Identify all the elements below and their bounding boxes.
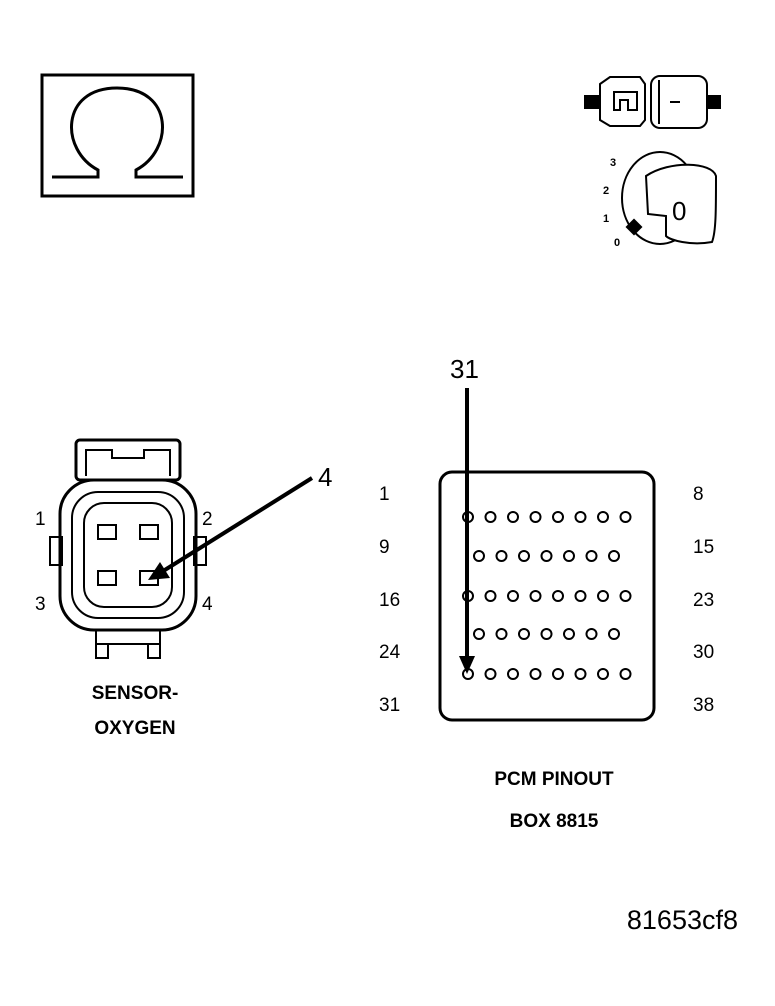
- pcm-pin-13: [563, 550, 575, 562]
- pcm-pin-28: [563, 628, 575, 640]
- sensor-pin-1: [97, 524, 117, 540]
- pcm-pin-27: [540, 628, 553, 640]
- pcm-pin-12: [540, 550, 553, 562]
- pcm-pin-20: [552, 590, 564, 602]
- pcm-title-line2: BOX 8815: [510, 811, 599, 832]
- pcm-pin-8: [619, 511, 632, 523]
- ignition-position-1: 1: [603, 213, 609, 225]
- pcm-left-labels: 1 9 16 24 31: [379, 484, 401, 716]
- pcm-pin-7: [597, 511, 609, 523]
- pcm-right-label-8: 8: [693, 484, 704, 505]
- pcm-callout-label: 31: [450, 354, 479, 384]
- connector-disconnect-icon: [584, 75, 721, 129]
- pcm-left-label-1: 1: [379, 484, 390, 505]
- key-label: 0: [672, 196, 686, 226]
- sensor-pin-3: [97, 570, 117, 586]
- pcm-pin-30: [608, 628, 620, 640]
- pcm-pin-2: [484, 511, 497, 523]
- pcm-pin-15: [608, 550, 620, 562]
- pcm-pin-26: [518, 628, 530, 640]
- pcm-pin-34: [529, 668, 542, 680]
- sensor-callout-label: 4: [318, 462, 332, 492]
- pcm-pin-38: [619, 668, 632, 680]
- pcm-left-label-9: 9: [379, 537, 390, 558]
- pcm-pin-33: [507, 668, 519, 680]
- pcm-pin-9: [473, 550, 485, 562]
- pcm-pin-6: [574, 511, 587, 523]
- sensor-pin-label-3: 3: [35, 594, 46, 615]
- pcm-pin-14: [585, 550, 598, 562]
- pcm-pin-24: [473, 628, 485, 640]
- pcm-right-label-30: 30: [693, 642, 714, 663]
- pcm-pin-23: [619, 590, 632, 602]
- pcm-left-label-24: 24: [379, 642, 401, 663]
- pcm-right-label-23: 23: [693, 590, 714, 611]
- pcm-callout-arrow: [459, 388, 475, 674]
- pcm-pin-25: [495, 628, 508, 640]
- ohm-icon: [40, 73, 195, 198]
- pcm-left-label-16: 16: [379, 590, 400, 611]
- sensor-title-line1: SENSOR-: [92, 683, 179, 704]
- pcm-right-labels: 8 15 23 30 38: [693, 484, 714, 716]
- pcm-pin-19: [529, 590, 542, 602]
- pcm-pin-10: [495, 550, 508, 562]
- pcm-pin-11: [518, 550, 530, 562]
- pcm-pin-5: [552, 511, 564, 523]
- ignition-position-3: 3: [610, 157, 616, 169]
- pcm-pin-21: [574, 590, 587, 602]
- sensor-pin-label-1: 1: [35, 509, 46, 530]
- pcm-left-label-31: 31: [379, 695, 400, 716]
- pcm-connector-body: [438, 470, 656, 722]
- ignition-position-0: 0: [614, 237, 620, 249]
- pcm-pin-32: [484, 668, 497, 680]
- ignition-position-2: 2: [603, 185, 609, 197]
- sensor-pin-2: [139, 524, 159, 540]
- sensor-pin-label-2: 2: [202, 509, 213, 530]
- sensor-callout-arrow: [148, 476, 314, 580]
- sensor-title-line2: OXYGEN: [94, 718, 175, 739]
- pcm-pin-35: [552, 668, 564, 680]
- pcm-pin-29: [585, 628, 598, 640]
- pcm-right-label-15: 15: [693, 537, 714, 558]
- pcm-right-label-38: 38: [693, 695, 714, 716]
- pcm-pin-36: [574, 668, 587, 680]
- pcm-pin-17: [484, 590, 497, 602]
- pcm-pin-37: [597, 668, 609, 680]
- figure-id: 81653cf8: [627, 905, 738, 935]
- pcm-title-line1: PCM PINOUT: [494, 769, 614, 790]
- pcm-pin-22: [597, 590, 609, 602]
- pcm-pin-grid: [462, 511, 632, 680]
- sensor-pin-label-4: 4: [202, 594, 213, 615]
- oxygen-sensor-connector: [49, 438, 207, 659]
- pcm-pin-4: [529, 511, 542, 523]
- pcm-pin-3: [507, 511, 519, 523]
- pcm-pin-18: [507, 590, 519, 602]
- ignition-switch-icon: 3 2 1 0 0: [603, 151, 718, 249]
